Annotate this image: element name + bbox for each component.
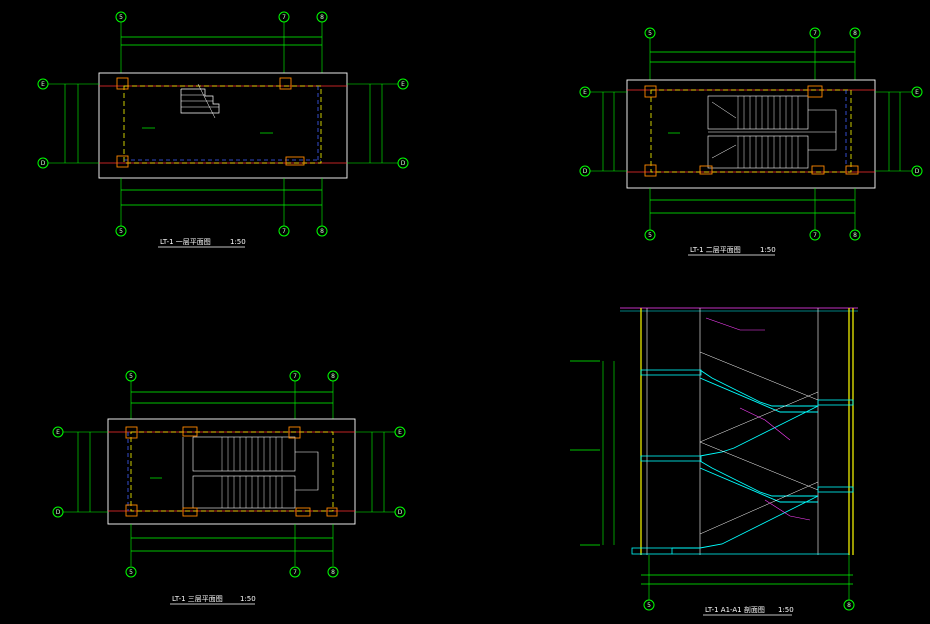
axis-label: 8 [847, 602, 851, 609]
axis-label: 7 [282, 14, 286, 21]
stair-treads [737, 96, 799, 168]
plan-3-title: LT-1 三层平面图 [172, 595, 223, 603]
axis-label: 7 [293, 569, 297, 576]
axis-label: 7 [282, 228, 286, 235]
axis-label: 7 [813, 232, 817, 239]
axis-label: 8 [853, 30, 857, 37]
plan-2-scale: 1:50 [760, 246, 776, 254]
axis-label: 8 [853, 232, 857, 239]
plan-1-scale: 1:50 [230, 238, 246, 246]
axis-label: E [915, 89, 919, 96]
section-title: LT-1 A1-A1 剖面图 [705, 605, 765, 614]
axis-label: 5 [129, 373, 133, 380]
axis-label: 5 [119, 228, 123, 235]
section-scale: 1:50 [778, 606, 794, 614]
axis-label: E [398, 429, 402, 436]
axis-label: 7 [813, 30, 817, 37]
axis-label: 5 [129, 569, 133, 576]
axis-label: D [401, 160, 406, 167]
axis-label: D [41, 160, 46, 167]
axis-label: E [583, 89, 587, 96]
axis-label: 5 [648, 232, 652, 239]
axis-label: 8 [320, 228, 324, 235]
plan-2: 5 7 8 [579, 27, 923, 256]
plan-3: 5 7 8 [52, 370, 406, 605]
axis-label: 8 [320, 14, 324, 21]
stair-treads [221, 437, 283, 508]
plan-3-scale: 1:50 [240, 595, 256, 603]
axis-label: 8 [331, 569, 335, 576]
plan-1-title: LT-1 一层平面图 [160, 238, 211, 246]
axis-label: D [56, 509, 61, 516]
axis-label: 5 [119, 14, 123, 21]
axis-label: 7 [293, 373, 297, 380]
axis-label: E [56, 429, 60, 436]
axis-label: 5 [647, 602, 651, 609]
section-a1: 5 8 LT-1 A1-A1 剖面图 1:50 [570, 307, 858, 616]
axis-label: D [915, 168, 920, 175]
axis-label: D [398, 509, 403, 516]
plan-2-title: LT-1 二层平面图 [690, 246, 741, 254]
axis-label: 8 [331, 373, 335, 380]
axis-label: 5 [648, 30, 652, 37]
plan-1: 5 7 8 E [37, 11, 409, 248]
axis-label: D [583, 168, 588, 175]
axis-label: E [401, 81, 405, 88]
axis-label: E [41, 81, 45, 88]
